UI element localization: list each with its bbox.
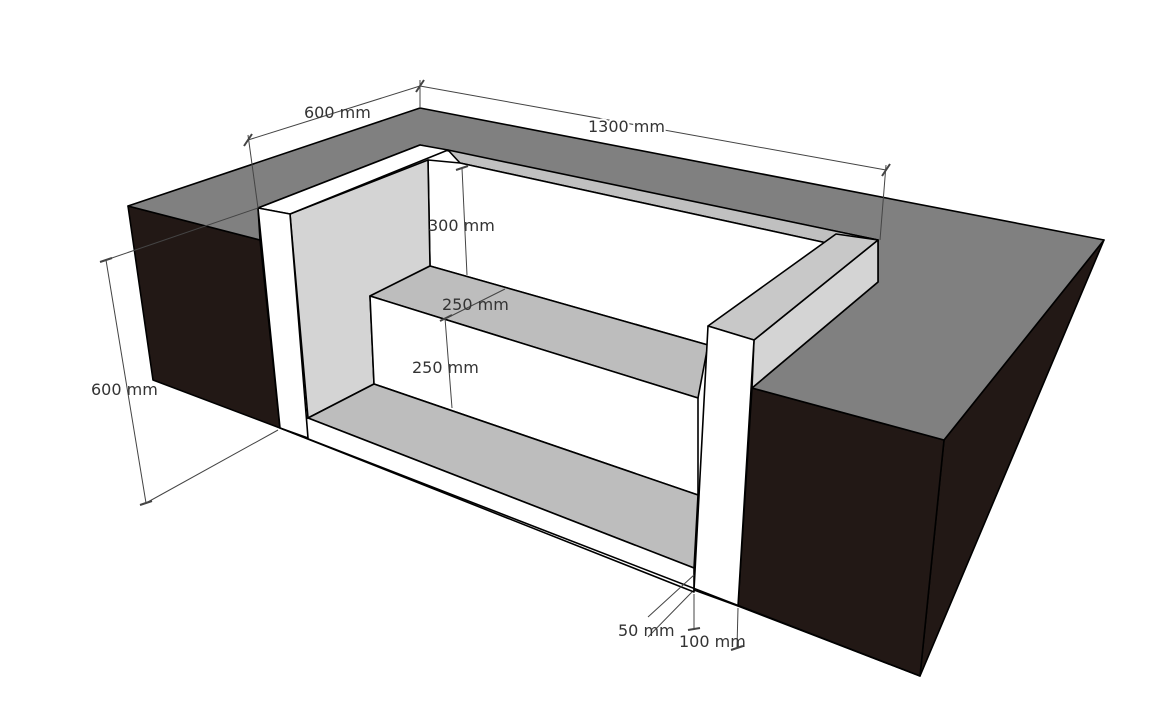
dim-label-step-height: 250 mm xyxy=(412,358,479,377)
dim-label-panel-thickness: 100 mm xyxy=(679,632,746,651)
dim-label-step-depth: 250 mm xyxy=(442,295,509,314)
dim-label-top-depth: 600 mm xyxy=(304,103,371,122)
dim-label-length: 1300 mm xyxy=(588,117,665,136)
dimension-lines xyxy=(99,79,891,651)
dim-label-total-height: 600 mm xyxy=(91,380,158,399)
dim-label-panel-offset: 50 mm xyxy=(618,621,675,640)
dim-label-backrest-height: 300 mm xyxy=(428,216,495,235)
bottom-edge xyxy=(279,427,921,677)
